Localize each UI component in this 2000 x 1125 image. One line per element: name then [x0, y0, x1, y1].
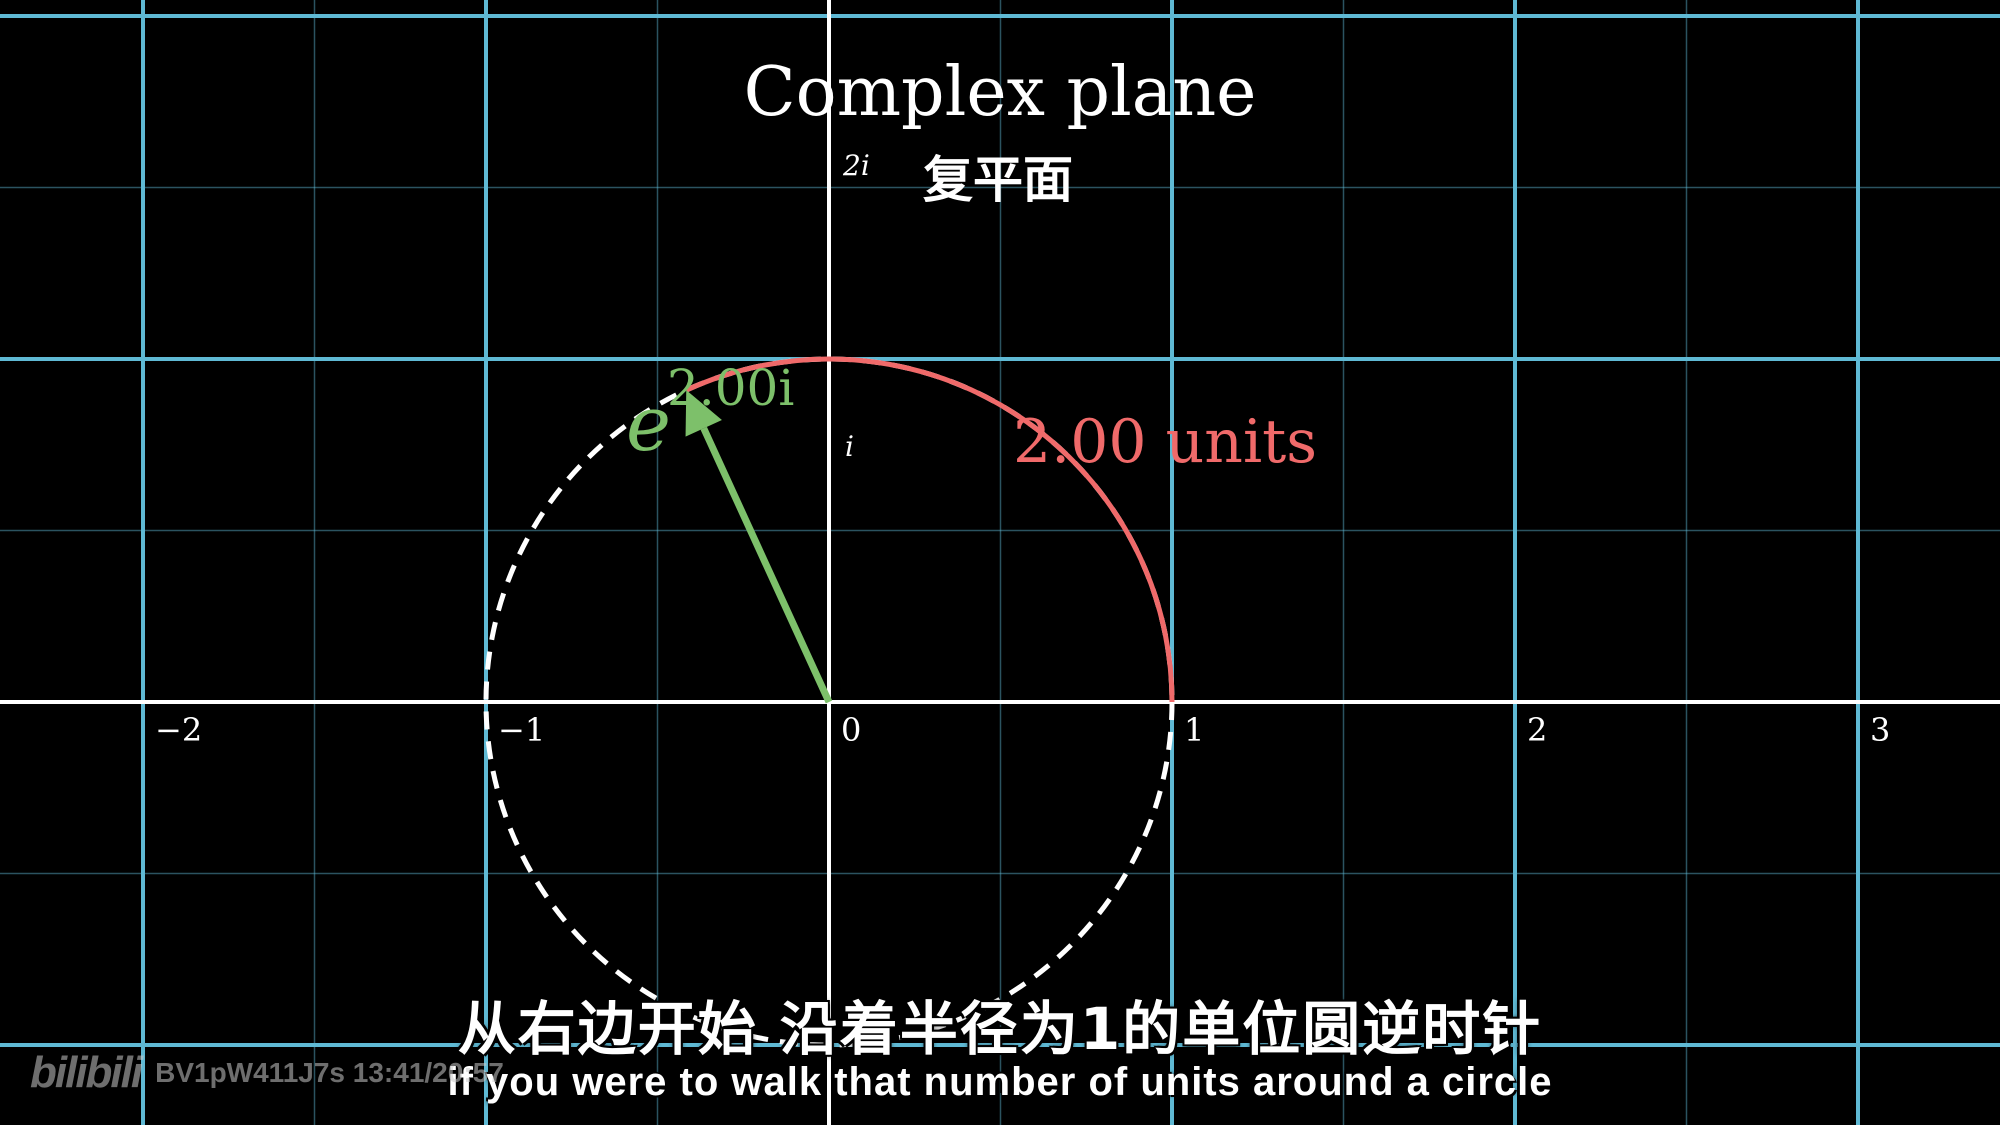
x-tick-label: 0 — [841, 711, 861, 749]
arc-path — [685, 356, 1175, 703]
tick-label-i: i — [845, 430, 854, 463]
subtitle-chinese: 从右边开始 沿着半径为1的单位圆逆时针 — [457, 995, 1543, 1063]
tick-labels: −2 −1 0 1 2 3 — [155, 711, 1890, 749]
x-tick-label: 2 — [1527, 711, 1547, 749]
tick-label-2i: 2i — [842, 149, 870, 182]
video-id-timestamp: BV1pW411J7s 13:41/20:57 — [155, 1057, 504, 1088]
exp-base-label: e — [626, 379, 671, 468]
arc-length-label: 2.00 units — [1013, 407, 1317, 477]
x-tick-label: 1 — [1184, 711, 1204, 749]
vector-head — [685, 390, 722, 437]
vector-shaft — [700, 426, 833, 704]
bilibili-watermark: bilibili BV1pW411J7s 13:41/20:57 — [30, 1045, 504, 1101]
plot-title: Complex plane — [744, 53, 1257, 132]
x-tick-label: 3 — [1870, 711, 1890, 749]
vector-arrow — [685, 390, 833, 704]
exp-power-label: 2.00i — [667, 359, 794, 417]
bilibili-logo: bilibili — [30, 1048, 143, 1097]
x-tick-label: −1 — [498, 711, 545, 749]
x-tick-label: −2 — [155, 711, 202, 749]
subtitle-english: if you were to walk that number of units… — [447, 1060, 1553, 1104]
plot-title-zh: 复平面 — [923, 151, 1073, 209]
